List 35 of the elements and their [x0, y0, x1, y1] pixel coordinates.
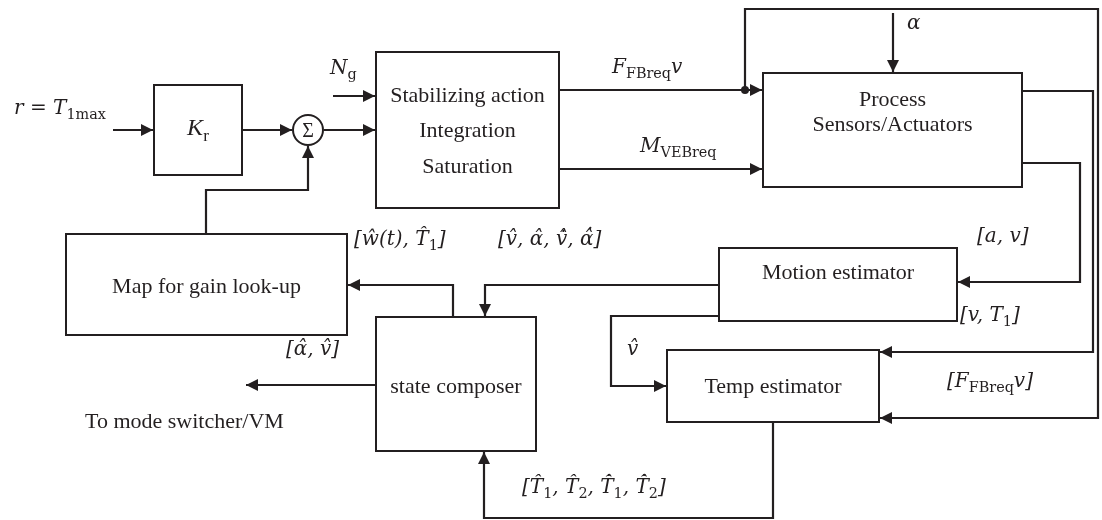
arrow — [113, 124, 153, 136]
block-label: Saturation — [422, 152, 513, 178]
process-box — [762, 72, 1023, 188]
block-label: Temp estimator — [704, 373, 842, 399]
gain-box — [153, 84, 243, 176]
arrow — [246, 379, 375, 391]
summing-junction — [292, 114, 324, 146]
arrow — [887, 13, 899, 72]
block-label: Map for gain look-up — [112, 273, 301, 299]
arrow — [333, 90, 375, 102]
block-label: Σ — [302, 118, 314, 142]
arrow — [880, 89, 1095, 358]
arrow — [348, 279, 455, 316]
arrow — [324, 124, 375, 136]
process-box — [718, 247, 958, 322]
process-box — [375, 316, 537, 452]
edge-label: [v̂, α̂, v̂̇, α̂̇] — [496, 226, 604, 250]
block-label: K$_{r}$ — [187, 114, 209, 146]
arrow — [560, 163, 762, 175]
arrow — [243, 124, 292, 136]
block-label: state composer — [390, 373, 522, 399]
block-label: Stabilizing action — [390, 82, 545, 108]
process-box — [666, 349, 880, 423]
process-box — [375, 51, 560, 209]
arrow — [478, 423, 775, 520]
edge-label: [α̂, v̂] — [284, 336, 342, 360]
arrow — [609, 314, 718, 392]
note-text: To mode switcher/VM — [85, 408, 284, 435]
block-label: Integration — [419, 117, 516, 143]
block-label: Motion estimator — [761, 259, 915, 285]
arrow — [479, 283, 718, 316]
block-label: Process Sensors/Actuators — [811, 86, 974, 137]
arrow — [204, 146, 314, 233]
arrow — [958, 161, 1082, 288]
process-box — [65, 233, 348, 336]
